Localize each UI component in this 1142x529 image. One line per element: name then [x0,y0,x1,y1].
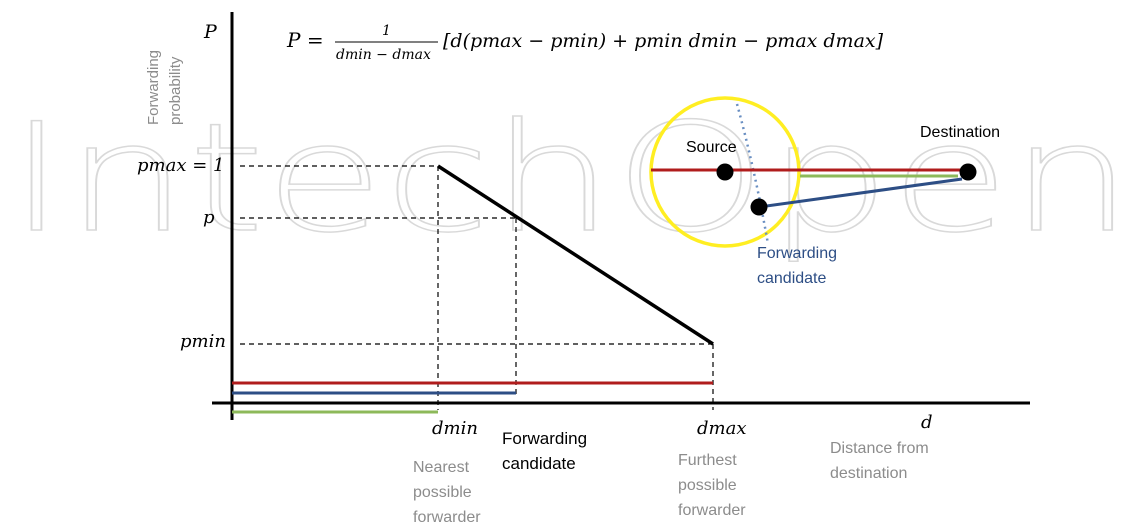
tick-pmax: pmax = 1 [137,155,224,176]
dotted-arc [735,103,770,245]
label-distance-line1: Distance from [830,440,929,457]
source-node [716,163,734,181]
y-axis-title: Forwarding probability [145,46,184,125]
blue-link [758,177,963,209]
label-distance-line2: destination [830,465,907,482]
y-axis-symbol: P [203,21,218,43]
destination-label: Destination [920,124,1000,141]
label-furthest-forwarder: Furthest possible forwarder [678,452,746,519]
label-nearest-forwarder: Nearest possible forwarder [413,459,481,526]
inset-candidate-label: Forwarding candidate [757,245,841,287]
formula-numerator: 1 [382,23,391,39]
label-forwarding-candidate: Forwarding candidate [502,429,592,473]
tick-d: d [921,412,933,433]
source-label: Source [686,139,737,156]
network-inset: Source Destination Forwarding candidate [649,96,1000,287]
y-axis-title-line1: Forwarding [145,50,162,125]
tick-pmin: pmin [180,331,226,352]
label-furthest-line1: Furthest [678,452,737,469]
tick-p: p [203,207,215,228]
guide-lines [240,165,714,410]
watermark: IntechOpen [8,92,1133,266]
label-furthest-line2: possible [678,477,737,494]
tick-dmin: dmin [432,418,478,439]
label-distance-from-destination: Distance from destination [830,440,933,482]
formula-rhs: [d(pmax − pmin) + pmin dmin − pmax dmax] [443,30,884,52]
label-forwarding-candidate-line1: Forwarding [502,429,587,448]
label-furthest-line3: forwarder [678,502,746,519]
label-nearest-line2: possible [413,484,472,501]
transmission-range-circle [649,96,801,248]
formula-denominator: dmin − dmax [336,47,431,63]
label-forwarding-candidate-line2: candidate [502,454,576,473]
probability-line [437,164,714,346]
formula-lhs: P = [286,28,324,52]
tick-dmax: dmax [697,418,746,439]
y-axis-title-line2: probability [167,56,184,125]
destination-node [959,163,977,181]
candidate-node [750,198,768,216]
label-nearest-line1: Nearest [413,459,470,476]
label-nearest-line3: forwarder [413,509,481,526]
inset-candidate-line2: candidate [757,270,826,287]
inset-candidate-line1: Forwarding [757,245,837,262]
